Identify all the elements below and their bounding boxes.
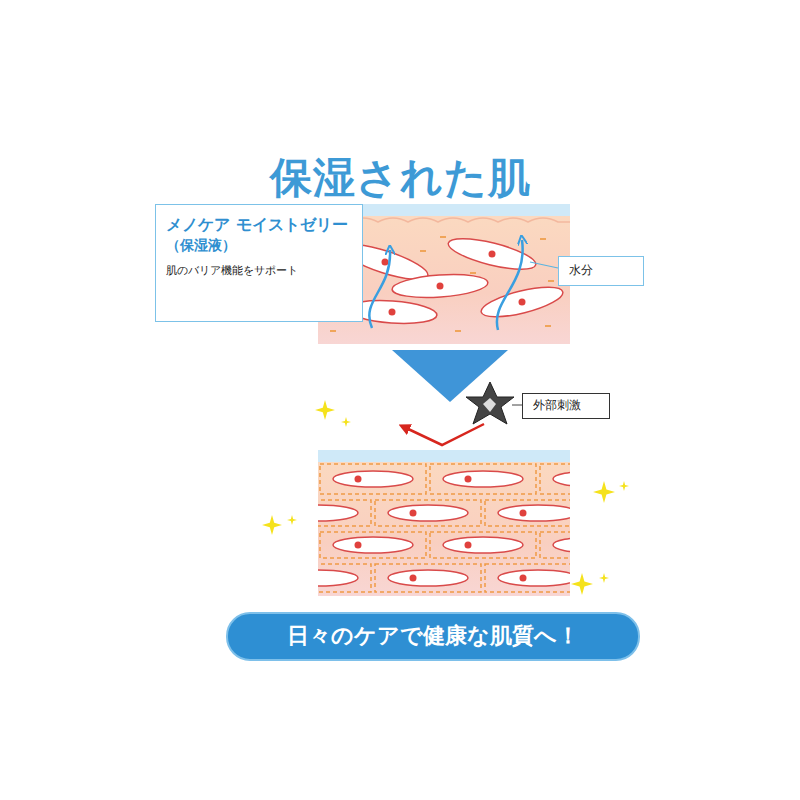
cell-nucleus <box>465 476 472 483</box>
cell-border <box>318 500 371 526</box>
healthy-skin <box>155 450 756 596</box>
cell-nucleus <box>410 575 417 582</box>
sparkle <box>571 573 593 595</box>
cell-border <box>320 464 426 494</box>
cell-border <box>375 500 481 526</box>
cell-border <box>375 564 481 592</box>
stimulus-symbol <box>404 382 522 445</box>
skin-cell <box>333 537 413 553</box>
skin-cell <box>498 570 570 586</box>
node-text: 肌のバリア機能をサポート <box>166 264 352 278</box>
node-heading: 水分 <box>569 263 633 279</box>
node-text: （保湿液） <box>166 236 352 256</box>
cell-nucleus <box>355 542 362 549</box>
skin-cell <box>318 505 358 521</box>
stimulus-label: 外部刺激 <box>522 393 610 419</box>
skin-cell <box>553 471 570 487</box>
cell-nucleus <box>520 510 527 517</box>
sparkles <box>262 400 629 595</box>
sparkle <box>262 515 282 535</box>
cell-nucleus <box>355 476 362 483</box>
water-label: 水分 <box>558 256 644 286</box>
product-callout: メノケア モイストゼリー（保湿液） 肌のバリア機能をサポート <box>155 204 363 322</box>
cell-border <box>485 500 570 526</box>
skin-cell <box>388 570 468 586</box>
sparkle <box>287 515 297 525</box>
diagram-title: 保湿された肌 <box>0 150 800 206</box>
sparkle <box>599 573 609 583</box>
sparkle <box>315 400 335 420</box>
skin-cell <box>388 505 468 521</box>
sparkle <box>619 481 629 491</box>
band-text-wrap: 日々のケアで健康な肌質へ！ <box>287 622 579 651</box>
sparkle <box>593 481 615 503</box>
cell-nucleus <box>410 510 417 517</box>
node-heading: 外部刺激 <box>533 398 599 414</box>
skin-cell <box>443 537 523 553</box>
cell-border <box>320 532 426 558</box>
sparkle <box>341 417 351 427</box>
node-heading: メノケア モイストゼリー <box>166 213 352 236</box>
skin-cell <box>443 471 523 487</box>
skin-cell <box>553 537 570 553</box>
cell-border <box>430 464 536 494</box>
node-heading: 日々のケアで健康な肌質へ！ <box>287 622 579 651</box>
skin-cell <box>318 570 358 586</box>
skin-cell <box>498 505 570 521</box>
cell-border <box>540 464 570 494</box>
cell-nucleus <box>520 575 527 582</box>
cell-nucleus <box>465 542 472 549</box>
cell-border <box>430 532 536 558</box>
cell-border <box>485 564 570 592</box>
cell-border <box>540 532 570 558</box>
message-band: 日々のケアで健康な肌質へ！ <box>226 612 640 661</box>
cell-border <box>318 564 371 592</box>
skin-cell <box>333 471 413 487</box>
